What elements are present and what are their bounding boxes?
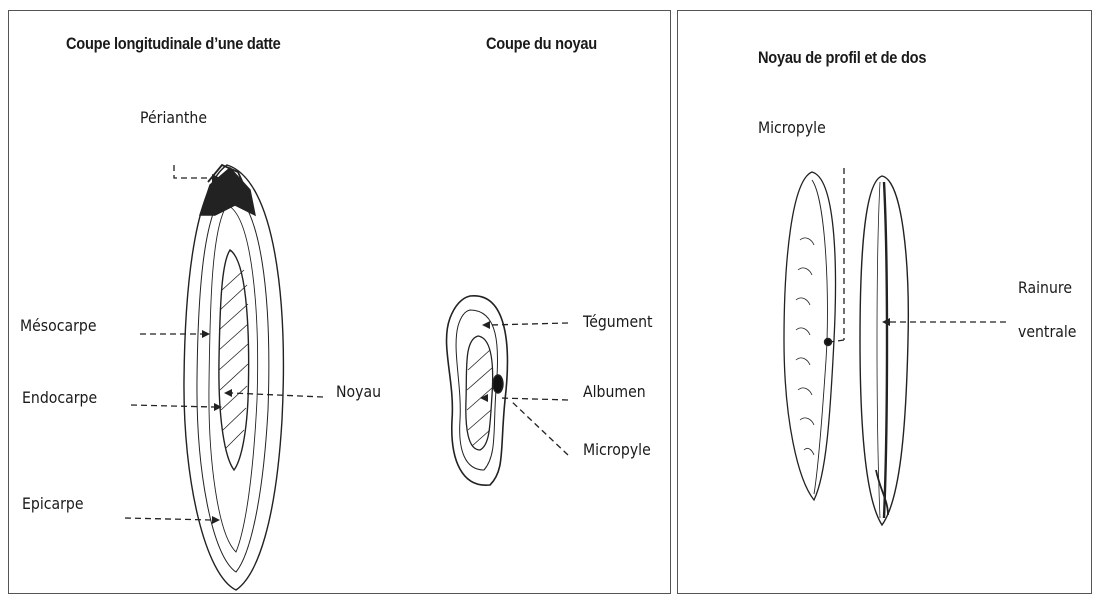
label-noyau: Noyau: [336, 382, 381, 401]
label-micropyle-profile: Micropyle: [758, 118, 826, 137]
label-tegument: Tégument: [583, 312, 653, 331]
seed-section-drawing: [447, 296, 508, 485]
seed-back-drawing: [860, 176, 908, 525]
arrow-heads: [202, 174, 890, 524]
date-fruit-drawing: [184, 165, 283, 590]
title-seed-section: Coupe du noyau: [486, 34, 597, 54]
label-perianthe: Périanthe: [140, 108, 207, 127]
label-micropyle-section: Micropyle: [583, 440, 651, 459]
label-epicarpe: Epicarpe: [22, 494, 84, 513]
seed-profile-drawing: [784, 172, 835, 500]
label-endocarpe: Endocarpe: [22, 388, 97, 407]
label-albumen: Albumen: [583, 382, 646, 401]
label-rainure: Rainure: [1018, 278, 1072, 297]
label-ventrale: ventrale: [1018, 322, 1076, 341]
title-seed-views: Noyau de profil et de dos: [758, 48, 926, 68]
label-mesocarpe: Mésocarpe: [20, 316, 97, 335]
title-fruit-section: Coupe longitudinale d’une datte: [66, 34, 281, 54]
